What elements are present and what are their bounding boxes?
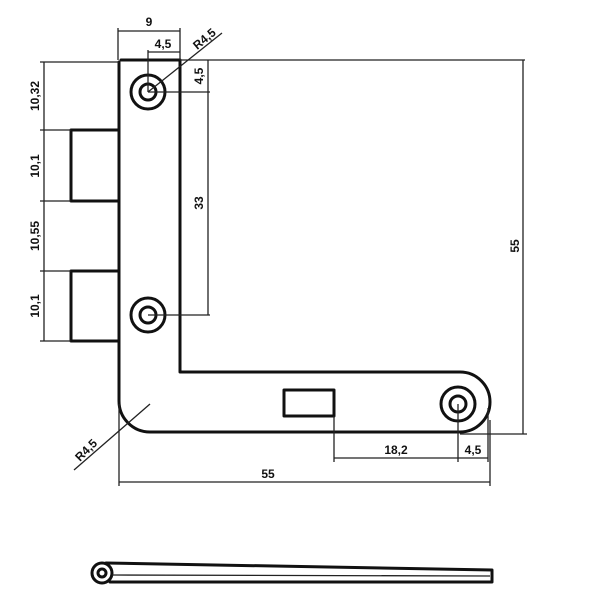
dim-left-stack-1-label: 10,32 <box>28 81 42 111</box>
hinge-tab-upper <box>69 128 121 203</box>
side-view <box>90 561 494 585</box>
dim-hole-offset-top: 4,5 <box>147 37 180 92</box>
dim-hole-offset-vertical-label: 4,5 <box>192 67 206 84</box>
dim-radius-bottom: R4,5 <box>72 403 151 471</box>
dim-top-width: 9 <box>117 15 181 60</box>
dim-hole-offset-horizontal-label: 4,5 <box>465 443 482 457</box>
dim-radius-bottom-label: R4,5 <box>72 436 100 464</box>
dim-left-stack-3-label: 10,55 <box>28 221 42 251</box>
dim-overall-height: 55 <box>180 59 527 435</box>
dim-hole-spacing: 33 <box>148 92 210 316</box>
dim-overall-height-label: 55 <box>508 239 522 253</box>
dim-left-stack-4-label: 10,1 <box>28 294 42 318</box>
dim-slot-offset: 18,2 4,5 <box>333 404 489 462</box>
dim-left-stack-2-label: 10,1 <box>28 154 42 178</box>
dim-top-width-label: 9 <box>146 15 153 29</box>
hinge-tab-lower <box>69 269 121 343</box>
l-bracket-outline <box>117 58 492 434</box>
dim-overall-width: 55 <box>118 404 491 486</box>
dim-hole-offset-vertical: 4,5 <box>148 60 210 93</box>
rectangular-slot <box>282 388 336 418</box>
dim-hole-offset-top-label: 4,5 <box>155 37 172 51</box>
dim-slot-offset-label: 18,2 <box>384 443 408 457</box>
dim-left-stack: 10,32 10,1 10,55 10,1 <box>28 61 119 342</box>
dim-overall-width-label: 55 <box>261 467 275 481</box>
dim-hole-spacing-label: 33 <box>192 196 206 210</box>
dim-radius-top-label: R4,5 <box>190 25 219 52</box>
